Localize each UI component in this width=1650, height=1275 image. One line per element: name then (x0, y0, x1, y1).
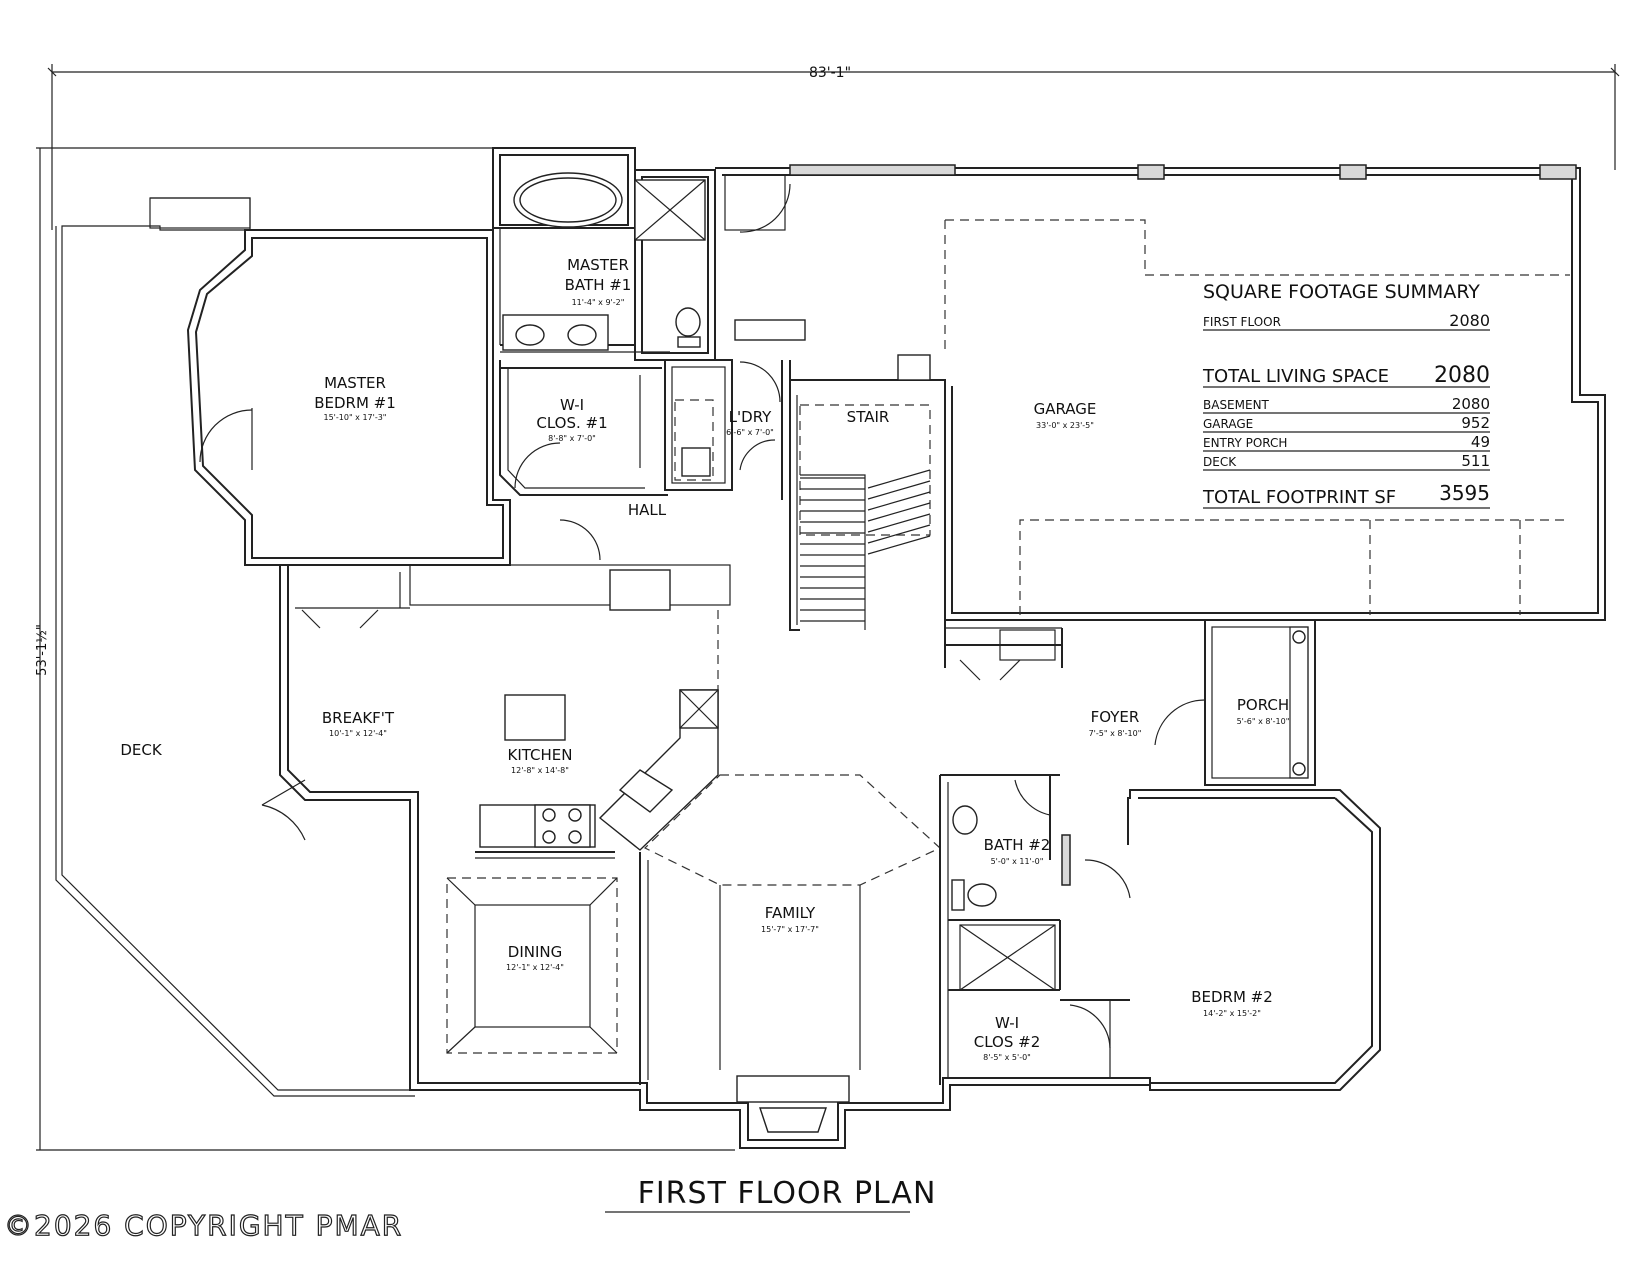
dining-size: 12'-1" x 12'-4" (506, 963, 564, 972)
summary-row-label: BASEMENT (1203, 398, 1270, 412)
stair-tread (867, 480, 931, 500)
porch-label: PORCH (1237, 696, 1289, 714)
fixtures (502, 172, 1056, 661)
garage-outline (944, 219, 1570, 615)
summary-row-label: ENTRY PORCH (1203, 436, 1287, 450)
breakfast-label: BREAKF'T (322, 709, 395, 727)
total-footprint-label: TOTAL FOOTPRINT SF (1202, 487, 1396, 508)
summary-row-value: 2080 (1452, 395, 1490, 413)
master-bedroom-label-2: BEDRM #1 (314, 394, 396, 412)
bedroom2-size: 14'-2" x 15'-2" (1203, 1009, 1261, 1018)
stair-tread (867, 524, 931, 544)
summary-row-value: 952 (1461, 414, 1490, 432)
bath2-label: BATH #2 (984, 836, 1051, 854)
first-floor-value: 2080 (1449, 311, 1490, 330)
garage-size: 33'-0" x 23'-5" (1036, 421, 1094, 430)
wic2-size: 8'-5" x 5'-0" (983, 1053, 1031, 1062)
deck-outline (55, 197, 415, 1097)
master-bedroom-size: 15'-10" x 17'-3" (324, 413, 387, 422)
first-floor-label: FIRST FLOOR (1203, 315, 1281, 329)
stair-tread (867, 535, 931, 555)
master-bath-label: MASTER (567, 256, 629, 274)
stair-tread (867, 491, 931, 511)
master-bedroom-label: MASTER (324, 374, 386, 392)
foyer-size: 7'-5" x 8'-10" (1089, 729, 1142, 738)
family-label: FAMILY (765, 904, 816, 922)
summary-row-value: 49 (1471, 433, 1490, 451)
total-living-value: 2080 (1434, 363, 1490, 388)
breakfast-size: 10'-1" x 12'-4" (329, 729, 387, 738)
wic2-label-2: CLOS #2 (974, 1033, 1041, 1051)
door-swings (199, 183, 1206, 1049)
stair-tread (867, 513, 931, 533)
dining-label: DINING (508, 943, 562, 961)
wic1-label: W-I (560, 396, 584, 414)
stair-rail (800, 474, 866, 630)
stair-label: STAIR (847, 408, 890, 426)
room-labels: MASTER BEDRM #1 15'-10" x 17'-3" MASTER … (120, 256, 1289, 1062)
stair-tread (867, 502, 931, 522)
summary-row-label: GARAGE (1203, 417, 1253, 431)
summary-row-label: DECK (1203, 455, 1237, 469)
total-footprint-value: 3595 (1439, 481, 1490, 505)
bedroom2-label: BEDRM #2 (1191, 988, 1273, 1006)
stair-tread (867, 469, 931, 489)
master-bath-label-2: BATH #1 (565, 276, 632, 294)
summary-row-value: 511 (1461, 452, 1490, 470)
wic1-label-2: CLOS. #1 (536, 414, 607, 432)
kitchen-label: KITCHEN (508, 746, 573, 764)
interior-walls (295, 228, 1206, 1085)
stair-treads (800, 469, 931, 630)
laundry-size: 6'-6" x 7'-0" (726, 428, 774, 437)
wic1-size: 8'-8" x 7'-0" (548, 434, 596, 443)
laundry-label: L'DRY (729, 408, 772, 426)
hall-label: HALL (628, 501, 667, 519)
copyright-notice: ©2026 COPYRIGHT PMAR (4, 1209, 403, 1242)
total-living-label: TOTAL LIVING SPACE (1202, 366, 1389, 387)
overall-width-dimension: 83'-1" (809, 65, 851, 81)
deck-label: DECK (120, 741, 163, 759)
dimension-lines: 83'-1" 53'-1½" (35, 64, 1620, 1151)
overall-depth-dimension: 53'-1½" (35, 624, 50, 676)
wic2-label: W-I (995, 1014, 1019, 1032)
square-footage-summary: SQUARE FOOTAGE SUMMARY FIRST FLOOR 2080 … (1202, 281, 1490, 509)
bath2-size: 5'-0" x 11'-0" (991, 857, 1044, 866)
porch-size: 5'-6" x 8'-10" (1237, 717, 1290, 726)
plan-title: FIRST FLOOR PLAN (638, 1176, 937, 1211)
family-size: 15'-7" x 17'-7" (761, 925, 819, 934)
foyer-label: FOYER (1091, 708, 1140, 726)
summary-title: SQUARE FOOTAGE SUMMARY (1203, 281, 1480, 303)
master-bath-size: 11'-4" x 9'-2" (572, 298, 625, 307)
garage-label: GARAGE (1034, 400, 1097, 418)
kitchen-size: 12'-8" x 14'-8" (511, 766, 569, 775)
